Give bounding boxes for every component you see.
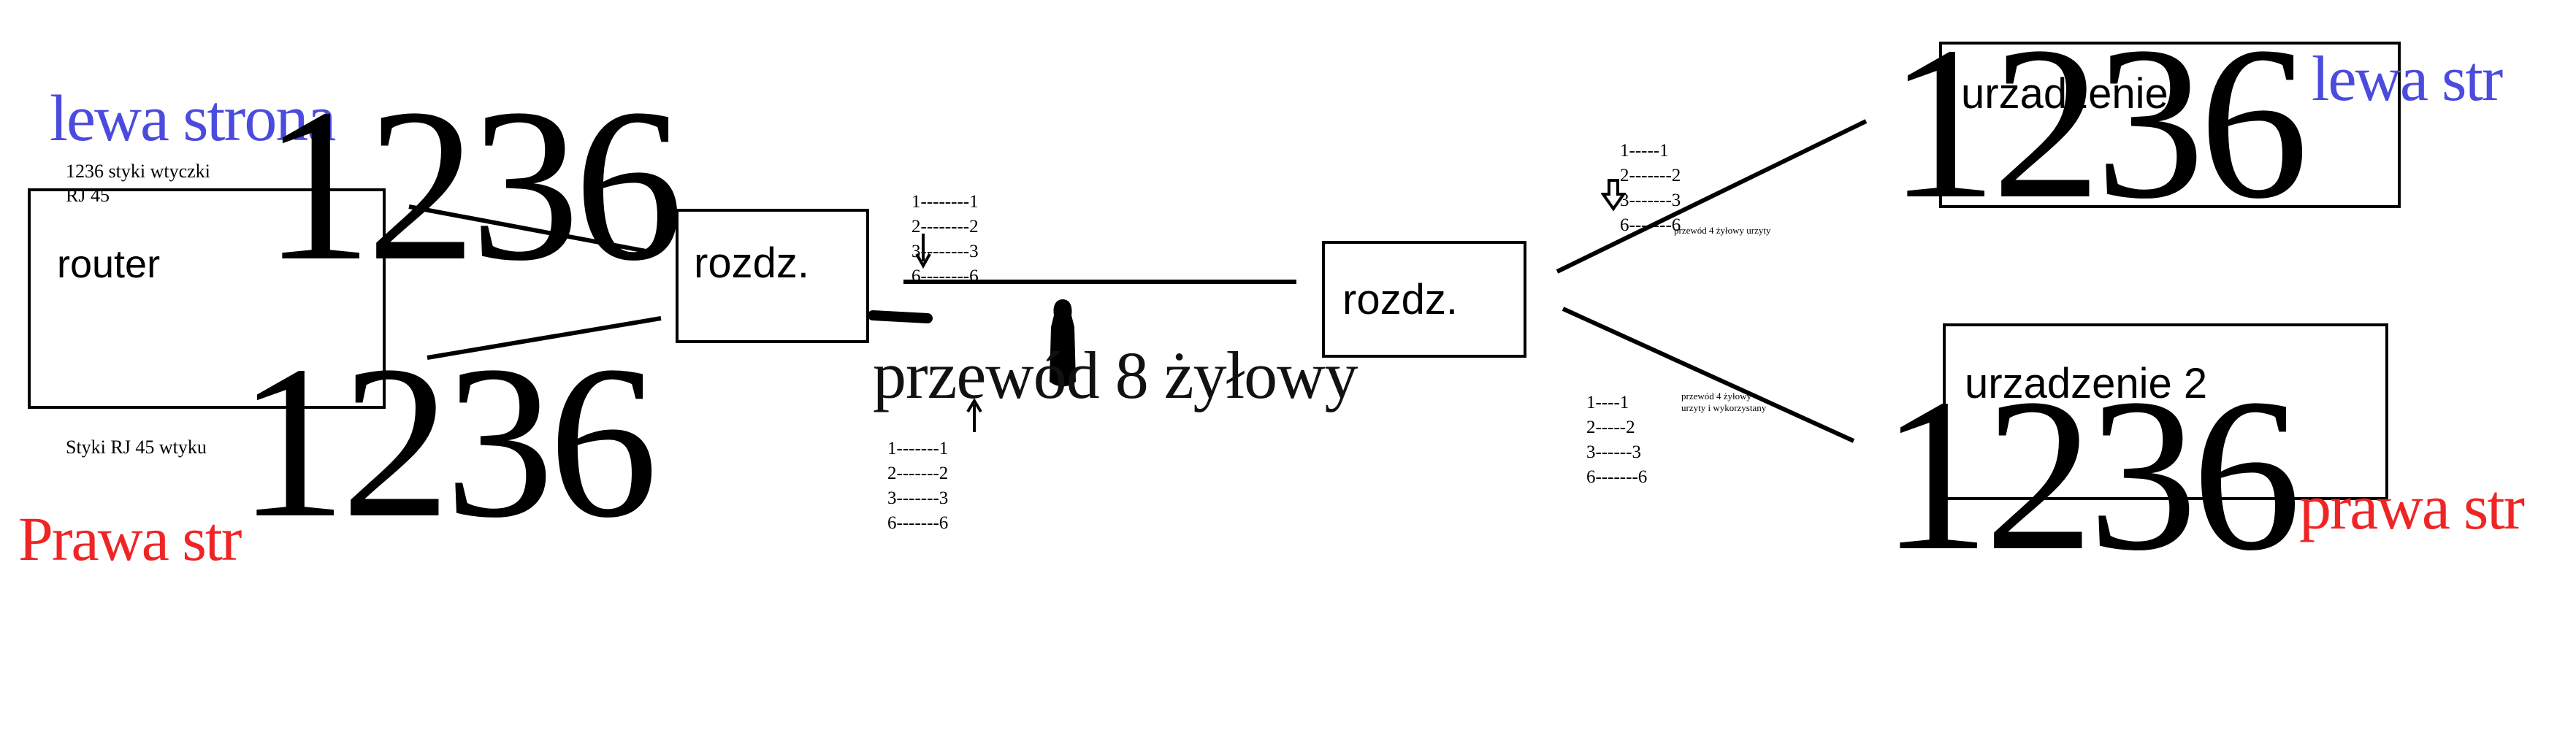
left-top-label: lewa strona xyxy=(50,82,336,155)
plug-note-line1: 1236 styki wtyczki xyxy=(66,161,210,182)
connector-plug-icon xyxy=(1050,299,1076,387)
router-bottom-digits: 1236 xyxy=(237,320,658,563)
pin-map-row: 2--------2 xyxy=(911,217,979,237)
arrow-down-icon xyxy=(1601,179,1626,212)
router-label: router xyxy=(57,242,161,286)
pin-map-row: 6--------6 xyxy=(911,266,979,286)
arrow-up-icon xyxy=(966,399,982,432)
router-to-splitter-bottom-line xyxy=(427,316,662,360)
left-splitter-box xyxy=(676,209,869,343)
note-line: przewód 4 żyłowy xyxy=(1681,391,1752,402)
pin-map-row: 1----1 xyxy=(1586,393,1629,412)
right-bottom-pin-map: 1----1 2-----2 3------3 6-------6 xyxy=(1586,391,1647,490)
middle-bottom-pin-map: 1-------1 2-------2 3-------3 6-------6 xyxy=(887,437,948,536)
right-top-label: lewa str xyxy=(2312,44,2503,115)
pin-map-row: 6-------6 xyxy=(887,513,949,533)
pin-map-row: 6-------6 xyxy=(1620,215,1681,235)
left-splitter-label: rozdz. xyxy=(694,239,809,287)
device2-label: urzadzenie 2 xyxy=(1965,360,2208,407)
socket-note: Styki RJ 45 wtyku xyxy=(66,437,207,458)
pin-map-row: 3-------3 xyxy=(1620,191,1681,210)
right-bottom-label: prawa str xyxy=(2299,472,2525,543)
device1-digits: 1236 xyxy=(1888,1,2309,244)
cable-stub xyxy=(868,310,933,323)
pin-map-row: 3------3 xyxy=(1586,442,1641,462)
splitter-to-device2-line xyxy=(1562,307,1855,443)
left-bottom-label: Prawa str xyxy=(18,504,242,574)
splitter-to-device1-line xyxy=(1556,119,1868,274)
right-bottom-cable-note: przewód 4 żyłowy urzyty i wykorzystany xyxy=(1681,391,1766,414)
device1-box xyxy=(1939,42,2401,208)
eight-wire-cable-label: przewód 8 żyłowy xyxy=(873,338,1358,412)
pin-map-row: 1--------1 xyxy=(911,192,979,212)
note-line: urzyty i wykorzystany xyxy=(1681,402,1767,413)
device2-box xyxy=(1943,323,2388,500)
right-splitter-label: rozdz. xyxy=(1342,276,1458,323)
pin-map-row: 2-------2 xyxy=(887,464,949,483)
right-splitter-box xyxy=(1322,241,1526,358)
router-top-digits: 1236 xyxy=(263,64,684,306)
arrow-down-icon xyxy=(915,234,931,269)
device2-digits: 1236 xyxy=(1881,353,2301,596)
router-to-splitter-top-line xyxy=(408,204,651,254)
right-top-pin-map: 1-----1 2-------2 3-------3 6-------6 xyxy=(1620,139,1681,238)
pin-map-row: 6-------6 xyxy=(1586,467,1648,487)
right-top-cable-note: przewód 4 żyłowy urzyty xyxy=(1674,225,1771,236)
pin-map-row: 2-----2 xyxy=(1586,418,1635,437)
pin-map-row: 3-------3 xyxy=(887,488,949,508)
router-box xyxy=(28,188,386,409)
device1-label: urzadzenie xyxy=(1961,70,2168,118)
pin-map-row: 1-------1 xyxy=(887,439,949,458)
pin-map-row: 2-------2 xyxy=(1620,166,1681,185)
pin-map-row: 1-----1 xyxy=(1620,141,1669,161)
